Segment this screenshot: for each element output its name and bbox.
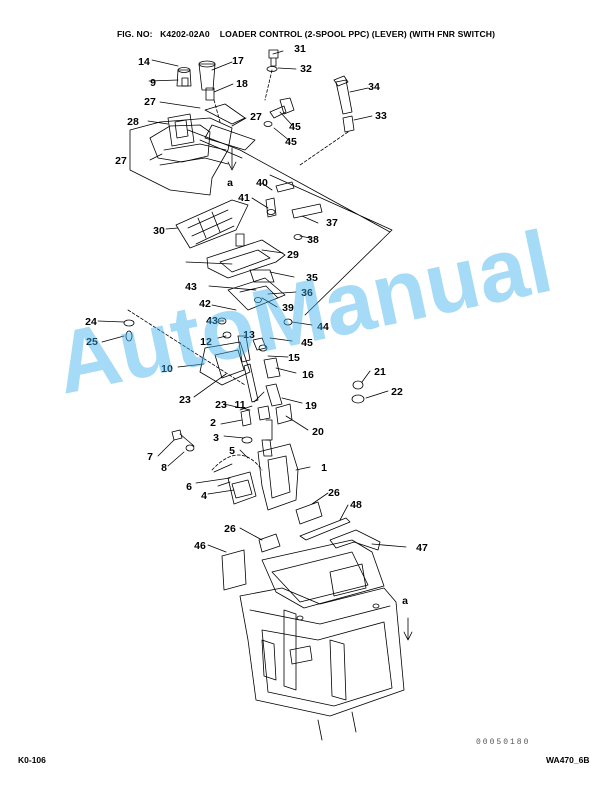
callout-33: 33 — [375, 110, 387, 122]
image-code: 00050180 — [476, 738, 531, 747]
callout-27: 27 — [250, 111, 262, 123]
callout-31: 31 — [294, 43, 306, 55]
callout-19: 19 — [305, 400, 317, 412]
callout-13: 13 — [243, 329, 255, 341]
callout-43: 43 — [206, 315, 218, 327]
callout-5: 5 — [229, 445, 235, 457]
callout-29: 29 — [287, 249, 299, 261]
callout-23: 23 — [215, 399, 227, 411]
callout-45: 45 — [285, 136, 297, 148]
figure-title: LOADER CONTROL (2-SPOOL PPC) (LEVER) (WI… — [219, 29, 496, 39]
fig-number: K4202-02A0 — [160, 29, 210, 39]
callout-26: 26 — [224, 523, 236, 535]
callout-36: 36 — [301, 287, 313, 299]
figure-header: FIG. NO: K4202-02A0 LOADER CONTROL (2-SP… — [0, 29, 612, 39]
callout-9: 9 — [150, 77, 156, 89]
callout-23: 23 — [179, 394, 191, 406]
callout-28: 28 — [127, 116, 139, 128]
callout-38: 38 — [307, 234, 319, 246]
callout-43: 43 — [185, 281, 197, 293]
callout-4: 4 — [201, 490, 207, 502]
callout-2: 2 — [210, 417, 216, 429]
callout-15: 15 — [288, 352, 300, 364]
callout-6: 6 — [186, 481, 192, 493]
callout-27: 27 — [115, 155, 127, 167]
callout-35: 35 — [306, 272, 318, 284]
callout-47: 47 — [416, 542, 428, 554]
callout-8: 8 — [161, 462, 167, 474]
callout-14: 14 — [138, 56, 150, 68]
callout-45: 45 — [301, 337, 313, 349]
callout-3: 3 — [213, 432, 219, 444]
fig-label: FIG. NO: — [116, 29, 153, 39]
parts-drawing — [97, 49, 413, 741]
view-marker-a: a — [227, 177, 233, 189]
callout-20: 20 — [312, 426, 324, 438]
callout-34: 34 — [368, 81, 380, 93]
page-code: K0-106 — [18, 755, 46, 765]
callout-22: 22 — [391, 386, 403, 398]
callout-42: 42 — [199, 298, 211, 310]
callout-37: 37 — [326, 217, 338, 229]
callout-40: 40 — [256, 177, 268, 189]
callout-1: 1 — [321, 462, 327, 474]
callout-26: 26 — [328, 487, 340, 499]
callout-24: 24 — [85, 316, 97, 328]
callout-41: 41 — [238, 192, 250, 204]
callout-27: 27 — [144, 96, 156, 108]
callout-7: 7 — [147, 451, 153, 463]
callout-18: 18 — [236, 78, 248, 90]
callout-25: 25 — [86, 336, 98, 348]
callout-21: 21 — [374, 366, 386, 378]
callout-32: 32 — [300, 63, 312, 75]
callout-12: 12 — [200, 336, 212, 348]
callout-45: 45 — [289, 121, 301, 133]
callout-16: 16 — [302, 369, 314, 381]
callout-44: 44 — [317, 321, 329, 333]
callout-46: 46 — [194, 540, 206, 552]
callout-30: 30 — [153, 225, 165, 237]
model-code: WA470_6B — [546, 755, 590, 765]
callout-17: 17 — [232, 55, 244, 67]
callout-39: 39 — [282, 302, 294, 314]
callout-10: 10 — [161, 363, 173, 375]
view-marker-a: a — [402, 595, 408, 607]
callout-48: 48 — [350, 499, 362, 511]
callout-11: 11 — [234, 399, 245, 411]
